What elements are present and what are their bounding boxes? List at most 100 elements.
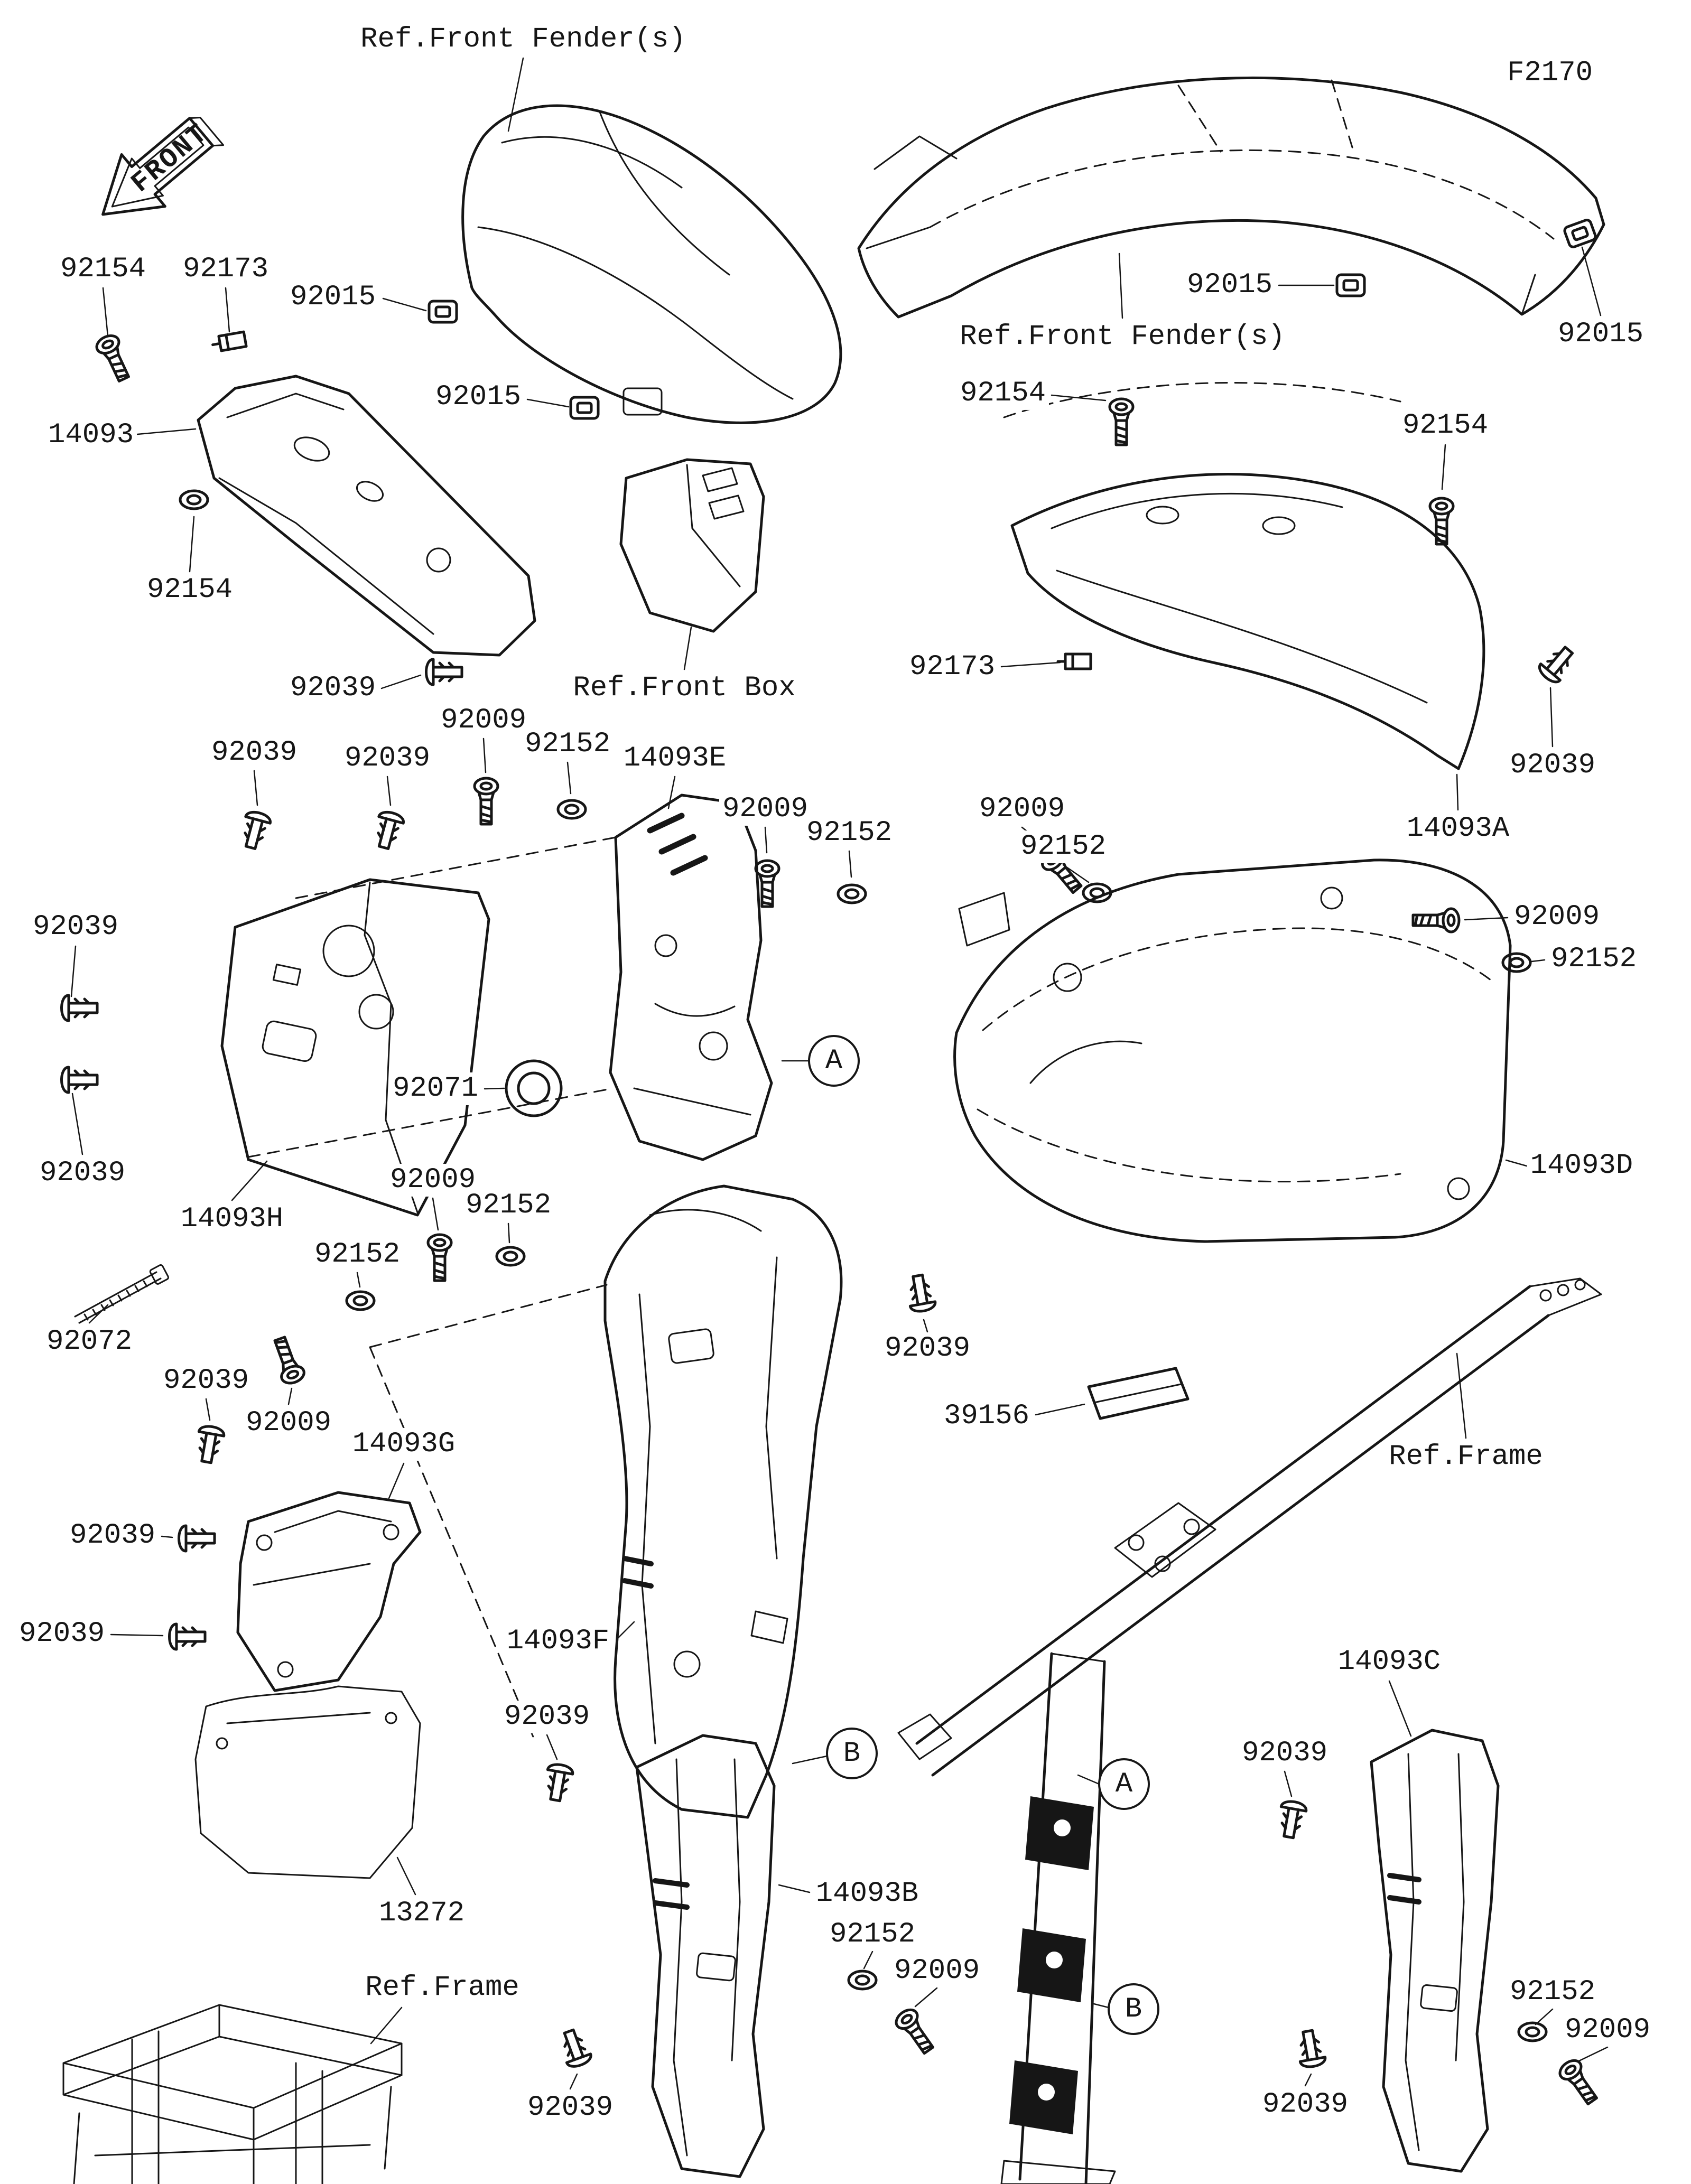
part-label: 92039 [881, 1332, 974, 1366]
cover-14093g-art [236, 1491, 422, 1692]
rivet-icon [1276, 1800, 1307, 1840]
part-label: 92015 [286, 281, 379, 314]
grommet-icon [506, 1061, 561, 1116]
clamp-icon [211, 332, 246, 352]
washer-icon [497, 1247, 524, 1265]
part-label: 92152 [803, 816, 896, 850]
part-label: 92039 [15, 1617, 108, 1651]
part-label: Ref.Front Box [570, 671, 799, 705]
part-label: 92009 [242, 1406, 335, 1440]
washer-icon [347, 1292, 374, 1310]
leader-lines [70, 57, 1609, 2090]
part-label: 92173 [179, 253, 272, 286]
part-label: 39156 [940, 1399, 1033, 1433]
part-label: 14093 [44, 418, 137, 452]
part-label: 92009 [719, 792, 812, 826]
part-label: 14093G [349, 1427, 459, 1461]
part-label: 92071 [389, 1072, 482, 1106]
frame-front-art [62, 2004, 403, 2184]
damper-icon [571, 397, 598, 418]
part-label: 92152 [1017, 830, 1110, 864]
part-label: 92039 [160, 1364, 253, 1398]
frame-rail-art [897, 1277, 1602, 2184]
rivet-icon [543, 1763, 574, 1803]
part-label: 14093E [620, 742, 730, 776]
part-label: 14093H [177, 1202, 287, 1236]
front-arrow-art [101, 117, 225, 216]
part-label: 13272 [375, 1897, 468, 1930]
sheet-13272-art [194, 1685, 421, 1879]
part-label: 92009 [975, 792, 1069, 826]
part-label: Ref.Front Fender(s) [956, 320, 1288, 354]
screw-icon [1430, 498, 1453, 544]
part-label: 92039 [1259, 2088, 1352, 2122]
part-label: 92152 [1506, 1975, 1599, 2009]
screw-icon [893, 2006, 938, 2057]
part-label: 92154 [956, 377, 1049, 410]
part-label: 14093D [1527, 1149, 1637, 1183]
view-connector-circle: A [808, 1035, 860, 1087]
damper-icon [1337, 275, 1364, 296]
part-label: 92039 [36, 1156, 129, 1190]
part-label: 92173 [906, 650, 999, 684]
rivet-icon [62, 995, 98, 1021]
screw-icon [1413, 909, 1459, 932]
screw-icon [269, 1335, 306, 1386]
cover-14093c-art [1370, 1729, 1500, 2173]
part-label: 92009 [386, 1163, 479, 1197]
washer-icon [558, 800, 586, 818]
rivet-icon [1536, 642, 1578, 686]
part-label: Ref.Frame [362, 1971, 523, 2005]
washer-icon [180, 491, 208, 509]
rivet-icon [905, 1274, 936, 1313]
view-connector-circle: B [1108, 1983, 1159, 2035]
tie-92072-art [74, 1264, 169, 1324]
fastener-icons [62, 219, 1602, 2107]
part-label: 14093A [1403, 812, 1513, 846]
rivet-icon [371, 810, 405, 851]
cover-14093-art [197, 375, 536, 657]
part-label: Ref.Front Fender(s) [357, 23, 689, 57]
part-label: 92152 [1547, 942, 1640, 976]
pad-39156-art [1087, 1367, 1190, 1420]
part-label: 92039 [500, 1700, 593, 1734]
rivet-icon [62, 1067, 98, 1093]
rivet-icon [238, 810, 272, 851]
part-label: 92015 [432, 380, 525, 414]
part-label: 92154 [1399, 409, 1492, 443]
washer-icon [838, 885, 866, 903]
part-label: 92039 [66, 1519, 159, 1553]
rivet-icon [557, 2027, 593, 2069]
part-label: 92039 [1506, 749, 1599, 782]
clamp-icon [1058, 654, 1091, 669]
screw-icon [475, 778, 498, 824]
part-label: 92152 [521, 727, 614, 761]
part-label: 14093F [503, 1625, 613, 1658]
rivet-icon [426, 659, 462, 685]
cover-14093f-art [603, 1184, 843, 1819]
front-box-art [619, 458, 765, 633]
washer-icon [1519, 2023, 1546, 2041]
part-label: 92009 [1561, 2013, 1654, 2047]
part-label: Ref.Frame [1386, 1440, 1546, 1474]
part-label: 92039 [524, 2091, 617, 2125]
part-label: 92072 [43, 1325, 136, 1359]
part-label: 92154 [143, 573, 236, 607]
rivet-icon [170, 1624, 206, 1649]
rivet-icon [179, 1526, 215, 1551]
part-label: 92015 [1554, 318, 1647, 351]
cover-14093h-art [220, 878, 490, 1217]
washer-icon [849, 1971, 876, 1989]
rivet-icon [194, 1425, 225, 1464]
part-label: 92015 [1183, 268, 1276, 302]
damper-icon [429, 301, 457, 322]
rivet-icon [1295, 2029, 1326, 2069]
view-connector-circle: A [1098, 1758, 1150, 1810]
guide-lines [247, 79, 1555, 1739]
view-connector-circle: B [826, 1728, 878, 1779]
screw-icon [1110, 399, 1133, 445]
part-label: 14093C [1334, 1645, 1444, 1679]
part-label: 92152 [826, 1918, 919, 1952]
